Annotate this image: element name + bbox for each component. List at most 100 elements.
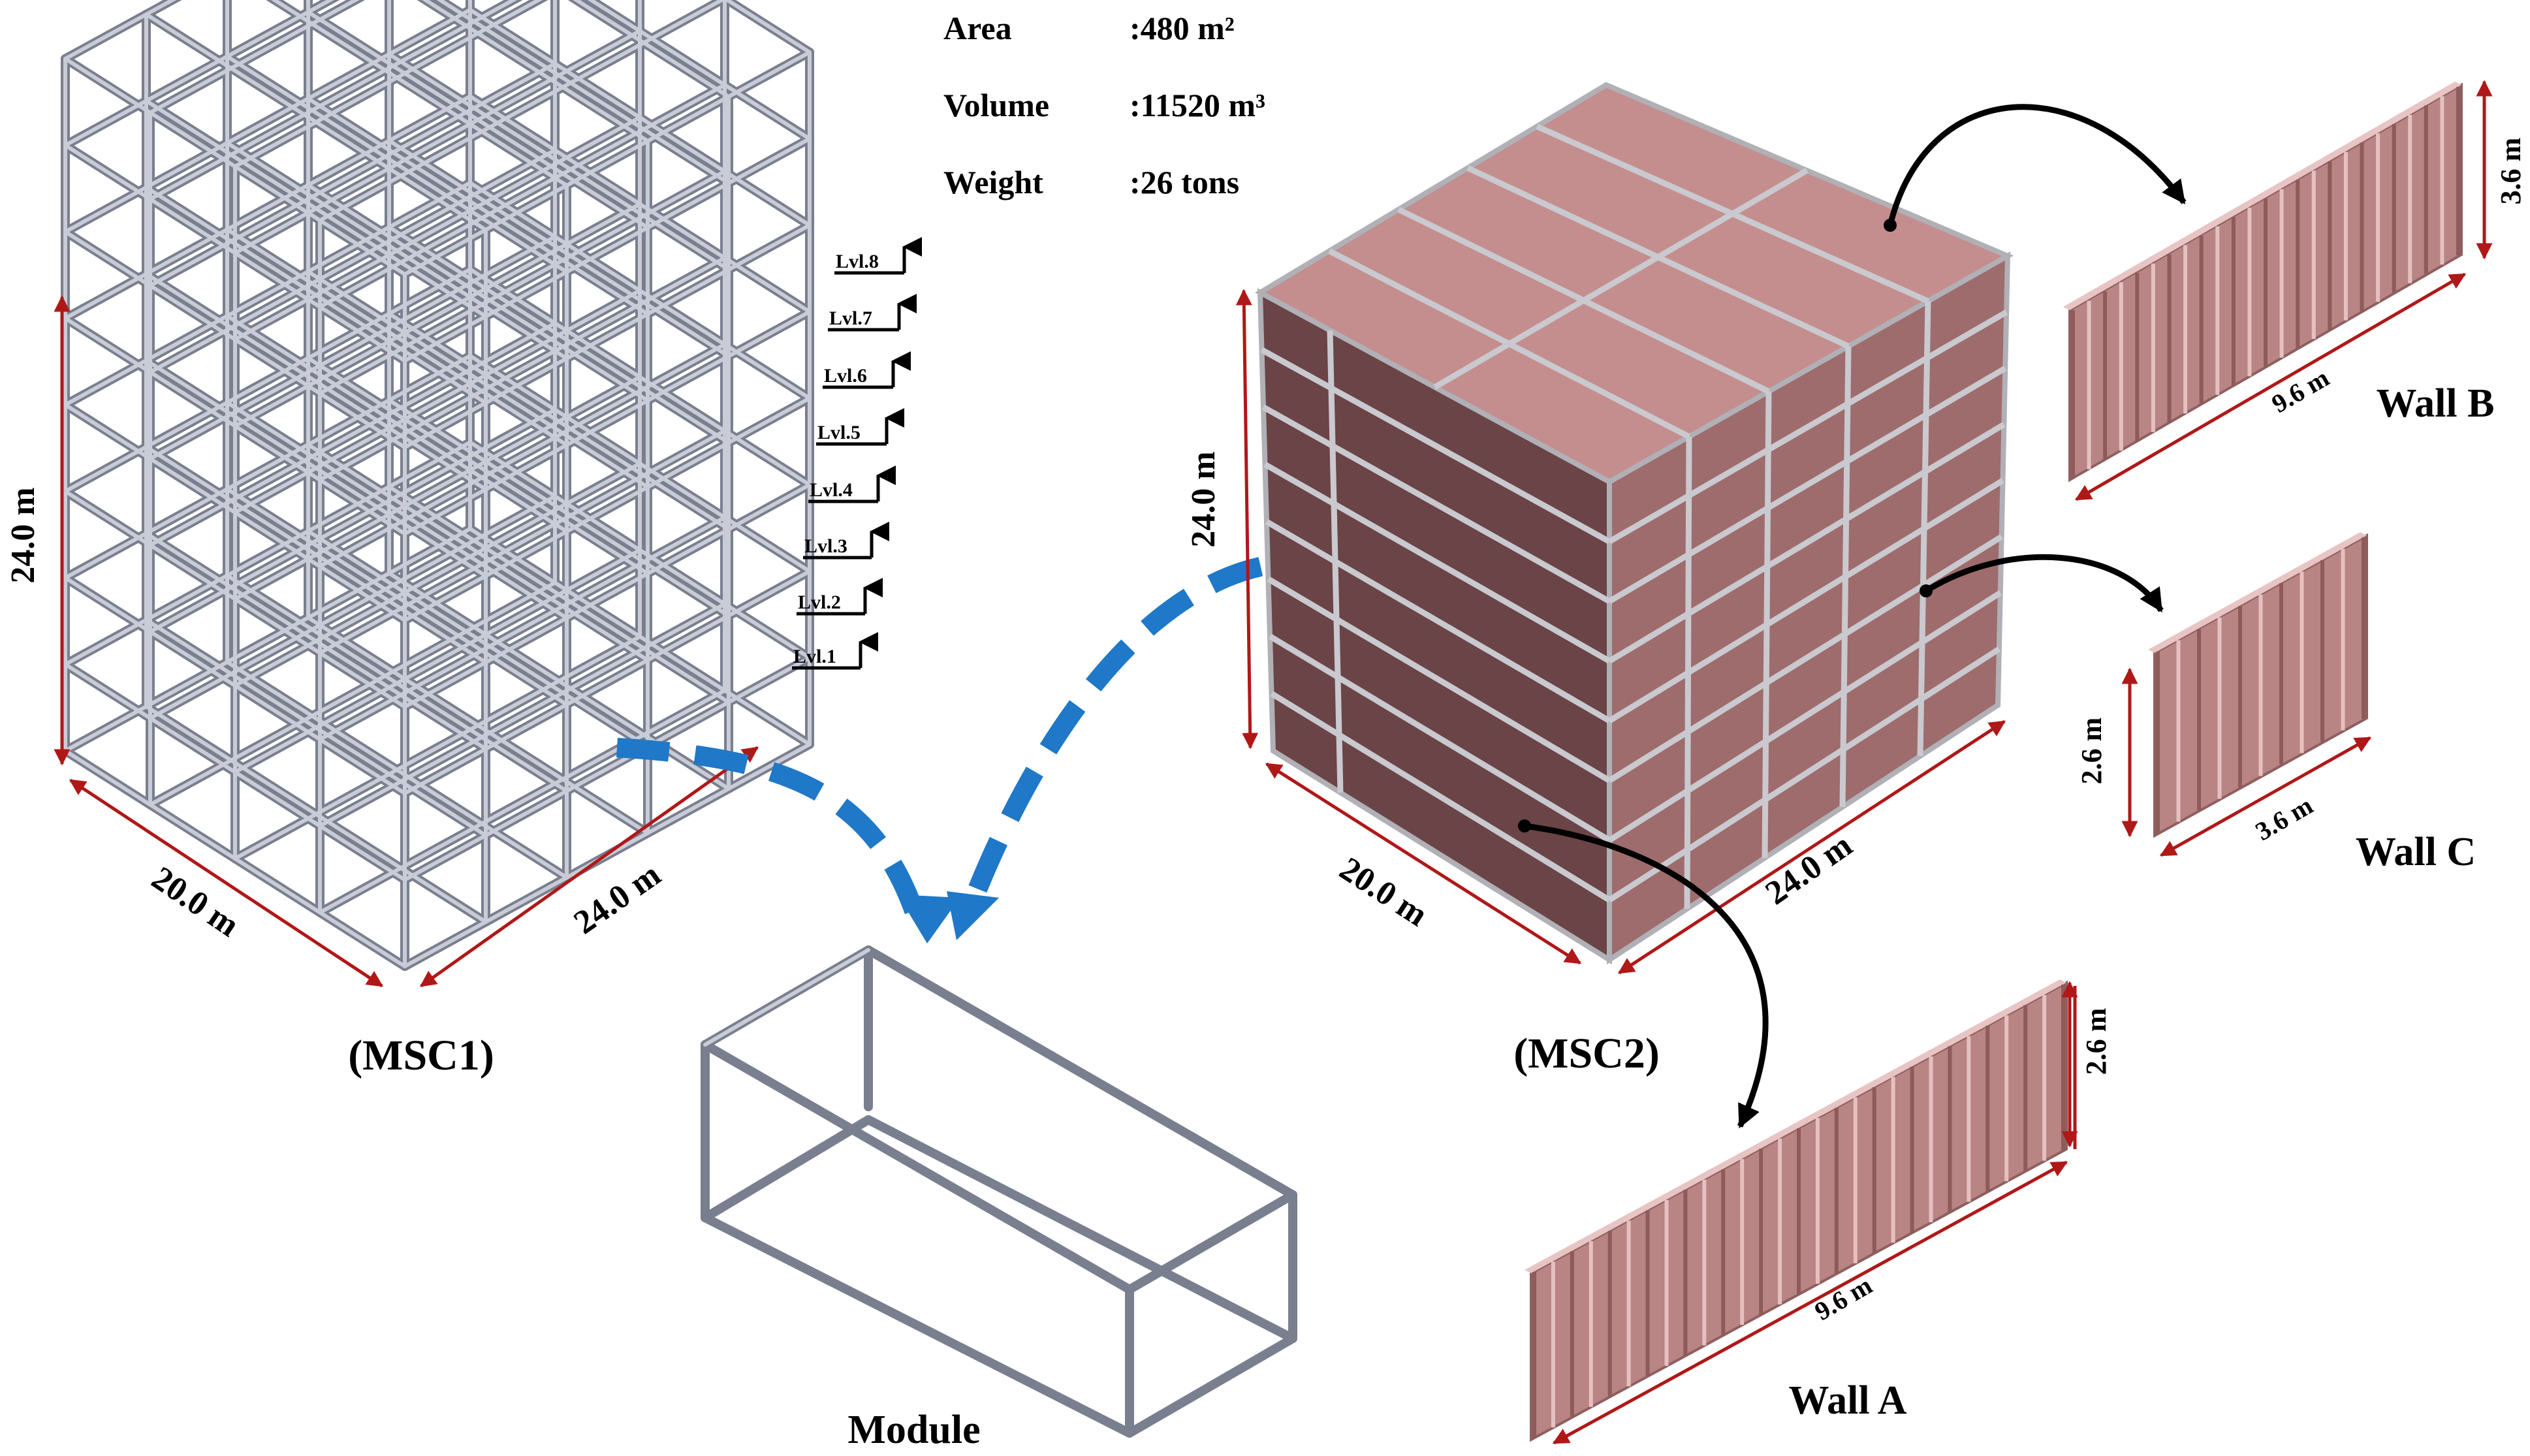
msc1-member-highlight-35 bbox=[233, 375, 642, 601]
msc1-member-highlight-61 bbox=[144, 272, 488, 492]
msc2-seam-11 bbox=[1607, 478, 2004, 723]
msc1-member-highlight-44 bbox=[403, 396, 812, 622]
msc1-member-highlight-91 bbox=[148, 0, 360, 115]
msc1-member-highlight-97 bbox=[573, 0, 731, 99]
wall-b-title: Wall B bbox=[2377, 381, 2495, 426]
msc1-member-highlight-41 bbox=[306, 356, 650, 576]
svg-text:Lvl.2: Lvl.2 bbox=[798, 592, 841, 613]
weight-value: :26 tons bbox=[1130, 164, 1239, 200]
msc1-member-highlight-80 bbox=[148, 0, 518, 201]
msc1-member-highlight-50 bbox=[144, 358, 488, 578]
level-marker-3: Lvl.3 bbox=[803, 522, 889, 560]
wall-a-title: Wall A bbox=[1789, 1378, 1907, 1423]
volume-value: :11520 m³ bbox=[1130, 87, 1265, 123]
level-marker-6: Lvl.6 bbox=[823, 351, 911, 389]
level-markers: Lvl.8 Lvl.7 Lvl.6 Lvl.5 Lvl.4 Lvl.3 bbox=[792, 237, 922, 670]
level-marker-8: Lvl.8 bbox=[834, 237, 922, 275]
msc1-member-highlight-85 bbox=[306, 10, 650, 230]
svg-text:Lvl.6: Lvl.6 bbox=[824, 365, 867, 387]
msc1-member-highlight-74 bbox=[306, 97, 650, 316]
msc1-member-highlight-29 bbox=[225, 487, 569, 706]
area-value: :480 m² bbox=[1130, 10, 1235, 46]
svg-text:Lvl.3: Lvl.3 bbox=[804, 535, 847, 557]
msc1-title: (MSC1) bbox=[348, 1032, 494, 1079]
msc2-title: (MSC2) bbox=[1513, 1030, 1660, 1077]
msc2-width-dimension bbox=[1265, 762, 1582, 965]
wall-c-height-label: 2.6 m bbox=[2076, 718, 2108, 785]
msc1-member-highlight-86 bbox=[436, 0, 731, 185]
msc2-seam-15 bbox=[1684, 436, 1692, 910]
msc1-member-highlight-96 bbox=[422, 0, 650, 143]
msc1-member-highlight-46 bbox=[233, 289, 642, 514]
wall-b-height-label: 3.6 m bbox=[2495, 138, 2527, 205]
msc2-width-label: 20.0 m bbox=[1333, 850, 1434, 934]
msc1-to-module-connector bbox=[616, 738, 924, 915]
msc1-member-highlight-92 bbox=[63, 0, 177, 61]
msc1-member-highlight-62 bbox=[225, 227, 569, 447]
msc1-member-highlight-30 bbox=[306, 443, 650, 662]
msc1-frame-structure bbox=[61, 0, 814, 971]
msc1-member-highlight-51 bbox=[225, 314, 569, 533]
msc2-seam-23 bbox=[1433, 168, 1809, 390]
msc1-member-highlight-70 bbox=[63, 8, 472, 234]
msc1-member-highlight-52 bbox=[306, 270, 650, 489]
msc1-member-highlight-66 bbox=[403, 223, 812, 449]
msc1-member-highlight-26 bbox=[63, 354, 472, 580]
svg-text:Lvl.1: Lvl.1 bbox=[793, 646, 836, 667]
msc1-connector-arrowhead bbox=[898, 894, 960, 943]
msc1-member-highlight-28 bbox=[144, 531, 488, 751]
svg-text:Lvl.4: Lvl.4 bbox=[810, 479, 853, 501]
msc1-member-highlight-94 bbox=[144, 12, 488, 232]
info-block: Area :480 m² Volume :11520 m³ Weight :26… bbox=[943, 10, 1265, 200]
msc1-member-highlight-24 bbox=[233, 462, 642, 688]
wall-c-title: Wall C bbox=[2356, 830, 2476, 874]
area-label: Area bbox=[943, 10, 1012, 46]
module-frame bbox=[701, 945, 1297, 1438]
msc1-member-highlight-23 bbox=[318, 515, 727, 742]
msc1-member-highlight-72 bbox=[144, 185, 488, 405]
level-marker-7: Lvl.7 bbox=[828, 294, 917, 332]
wall-c-panel bbox=[2148, 532, 2368, 838]
msc1-member-highlight-68 bbox=[233, 116, 642, 341]
msc1-member-highlight-53 bbox=[387, 225, 731, 445]
msc2-seam-7 bbox=[1327, 330, 1344, 793]
wall-c-callout-dot bbox=[1920, 584, 1933, 597]
msc1-member-highlight-20 bbox=[387, 484, 731, 704]
wall-a-length-dimension bbox=[1552, 1160, 2068, 1445]
msc1-member-highlight-19 bbox=[306, 529, 650, 749]
msc1-member-highlight-12 bbox=[318, 602, 727, 828]
msc2-seam-9 bbox=[1607, 366, 2007, 604]
wall-c-length-dimension bbox=[2159, 736, 2372, 857]
msc2-depth-dimension bbox=[1617, 720, 2006, 975]
msc2-seam-10 bbox=[1607, 422, 2006, 664]
wall-b-callout-dot bbox=[1884, 219, 1897, 232]
wall-b-callout-arrow bbox=[1887, 104, 2187, 227]
module-title: Module bbox=[847, 1408, 980, 1452]
wall-b-length-dimension bbox=[2074, 272, 2467, 501]
msc2-to-module-connector bbox=[964, 552, 1340, 905]
msc1-member-highlight-95 bbox=[270, 0, 569, 187]
msc1-member-highlight-77 bbox=[403, 136, 812, 363]
msc1-member-highlight-57 bbox=[233, 202, 642, 428]
msc1-width-label: 20.0 m bbox=[145, 860, 245, 945]
msc1-member-highlight-40 bbox=[225, 400, 569, 620]
svg-text:Lvl.8: Lvl.8 bbox=[836, 251, 879, 272]
level-marker-1: Lvl.1 bbox=[792, 632, 878, 670]
msc1-member-highlight-55 bbox=[403, 309, 812, 536]
volume-label: Volume bbox=[943, 87, 1049, 123]
weight-label: Weight bbox=[943, 164, 1043, 200]
msc1-member-highlight-83 bbox=[144, 99, 488, 319]
msc1-member-highlight-42 bbox=[387, 311, 731, 531]
wall-a-callout-arrow bbox=[1524, 823, 1769, 1129]
msc1-member-highlight-75 bbox=[387, 52, 731, 272]
level-marker-2: Lvl.2 bbox=[797, 578, 883, 616]
msc1-member-highlight-84 bbox=[225, 54, 569, 274]
level-marker-4: Lvl.4 bbox=[808, 466, 896, 503]
wall-a-callout-dot bbox=[1518, 819, 1531, 832]
msc1-member-highlight-4 bbox=[63, 527, 472, 753]
msc1-member-highlight-89 bbox=[318, 0, 726, 223]
level-marker-5: Lvl.5 bbox=[816, 408, 904, 446]
msc1-member-highlight-39 bbox=[144, 445, 488, 665]
msc1-member-highlight-63 bbox=[306, 183, 650, 403]
msc1-member-highlight-34 bbox=[318, 429, 727, 655]
